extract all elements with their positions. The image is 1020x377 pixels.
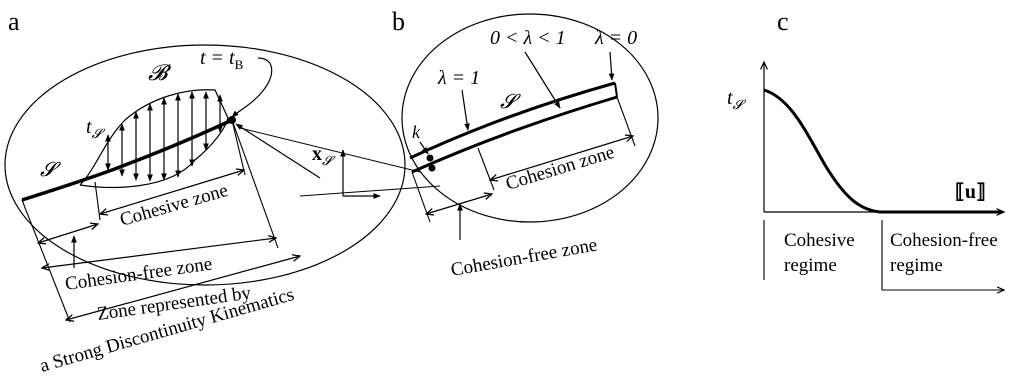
surface-label-a: 𝓢: [40, 159, 61, 181]
lambda-pointers: [419, 51, 615, 155]
coordinate-axes: [340, 149, 381, 199]
strong-discontinuity-arrow: [66, 256, 300, 320]
band-tip: [614, 82, 618, 98]
cohesion-free-zone-arrow-a: [38, 224, 98, 243]
panel-a-label: a: [8, 7, 20, 36]
cohesion-free-zone-arrow-b: [426, 194, 492, 214]
cohesion-free-zone-label-a: Cohesion-free zone: [64, 254, 214, 295]
cohesive-regime-line1: Cohesive: [784, 230, 855, 251]
panel-b: b 0 < λ < 1 λ = 0 λ = 1 𝓢 k Cohesion zon…: [392, 7, 659, 281]
k-point-lower: [428, 164, 436, 172]
c-y-label: t𝓢: [727, 87, 747, 112]
panel-c-label: c: [777, 7, 789, 36]
panel-c: c t𝓢 ⟦u⟧ Cohesive regime Cohesion-free r…: [727, 7, 1004, 290]
cohesion-free-zone-label-b: Cohesion-free zone: [449, 234, 599, 280]
traction-label: t𝓢: [86, 116, 106, 141]
surface-label-b: 𝓢: [500, 91, 521, 113]
softening-curve: [763, 88, 1002, 214]
body-outline-a: [4, 44, 406, 286]
cohesion-free-regime-line1: Cohesion-free: [890, 230, 998, 251]
panel-a: a 𝓑 𝓢 t𝓢 t = tB x𝓢: [4, 7, 406, 377]
zoom-connector-2: [299, 185, 441, 197]
time-label: t = tB: [200, 47, 244, 72]
cohesion-free-regime-line2: regime: [890, 255, 943, 276]
k-point: [426, 154, 434, 162]
zoom-connector: [239, 127, 421, 173]
traction-arrows: [105, 91, 223, 182]
cohesion-zone-label: Cohesion zone: [503, 142, 617, 195]
xs-leader: [235, 123, 321, 179]
c-x-label: ⟦u⟧: [955, 181, 986, 203]
band-lower: [411, 95, 618, 174]
cohesive-zone-label: Cohesive zone: [118, 180, 231, 231]
body-symbol: 𝓑: [148, 60, 172, 85]
band-upper: [409, 81, 616, 160]
cohesive-zone-arrow: [100, 170, 244, 214]
panel-b-label: b: [392, 7, 405, 36]
lambda-one-label: λ = 1: [437, 67, 480, 89]
lambda-zero-label: λ = 0: [594, 27, 637, 49]
body-outline-b: [401, 13, 659, 223]
cohesion-zone-arrow: [490, 136, 633, 180]
k-label: k: [412, 122, 421, 142]
lambda-mid-label: 0 < λ < 1: [490, 27, 566, 49]
time-leader: [231, 57, 273, 118]
cohesive-regime-line2: regime: [784, 255, 837, 276]
